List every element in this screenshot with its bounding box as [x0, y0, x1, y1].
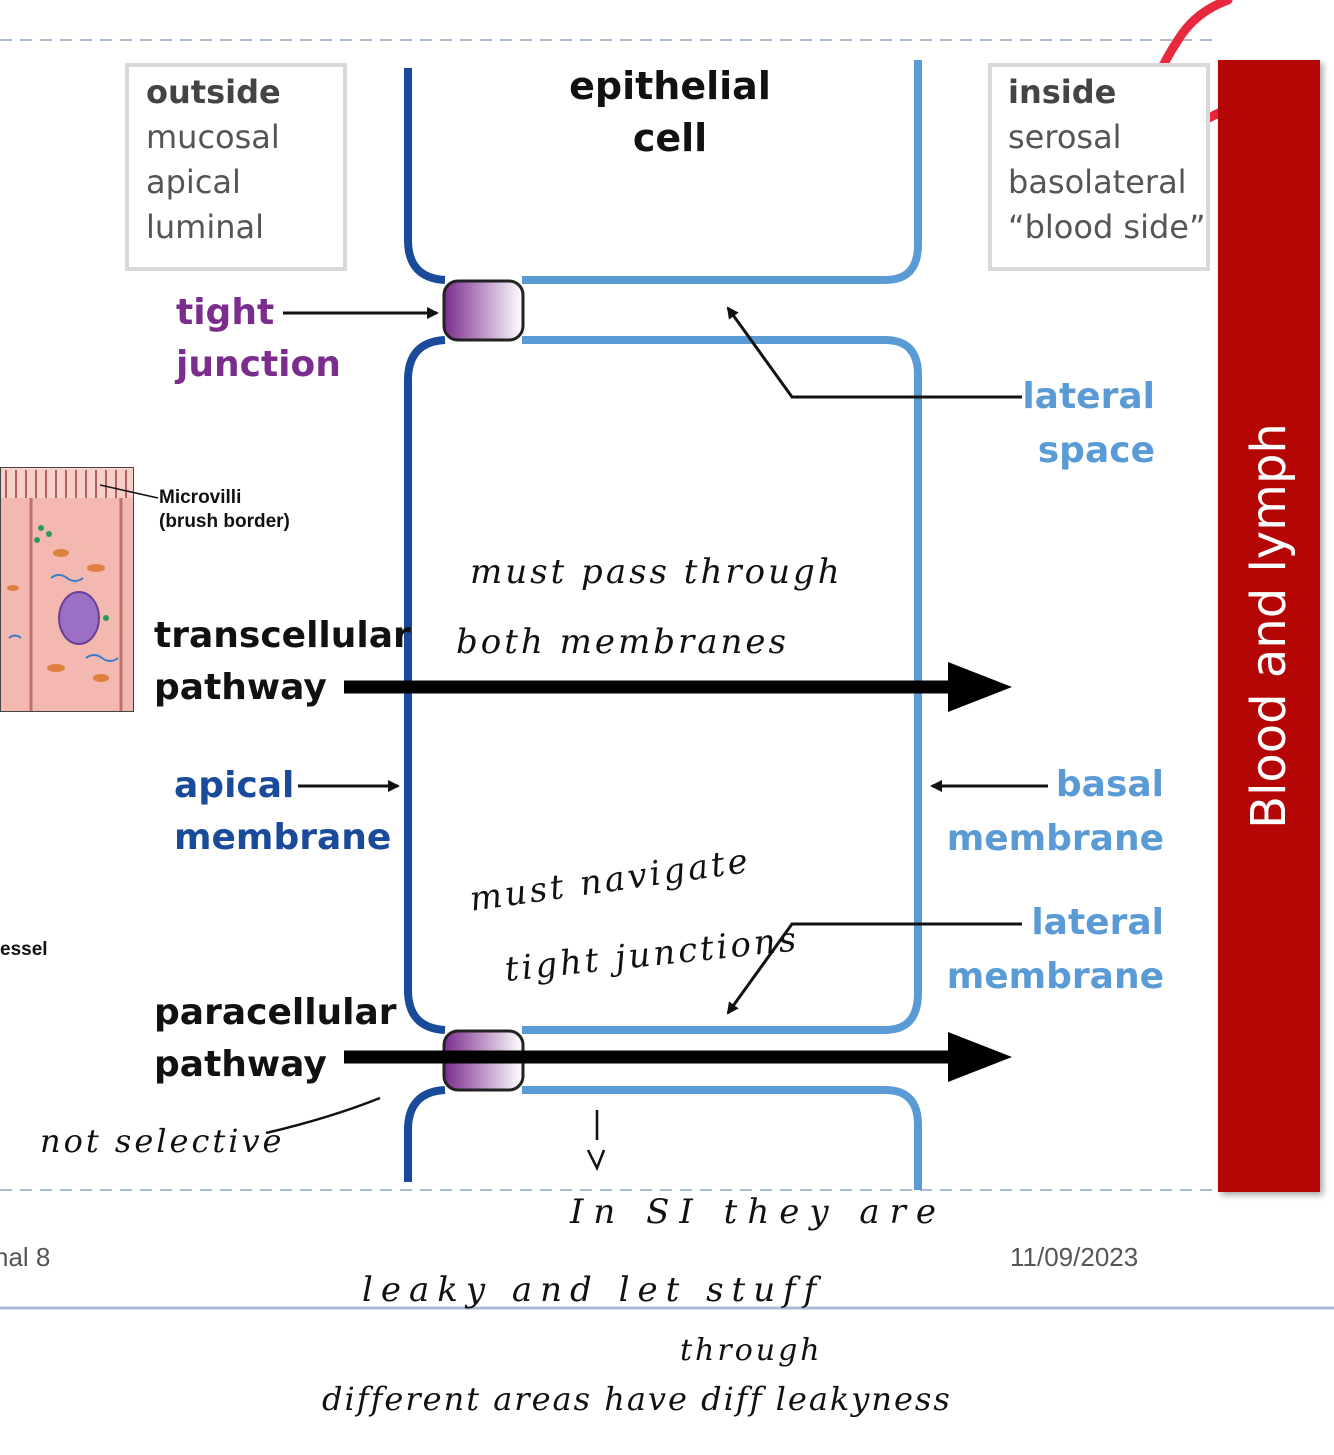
handwriting-not-selective: not selective — [40, 1122, 285, 1160]
outside-box-text: outside mucosal apical luminal — [146, 70, 281, 250]
microvilli-illustration — [0, 467, 134, 712]
lateral-space-arrow — [726, 306, 1022, 399]
tight-junction-line2: junction — [176, 344, 341, 385]
handwriting-bottom-4: different areas have diff leakyness — [322, 1380, 952, 1418]
microvilli-label: Microvilli (brush border) — [159, 486, 290, 534]
microvilli-pointer — [100, 484, 159, 499]
lateral-membrane-line1: lateral — [1031, 902, 1164, 943]
bottom-cell-apical-membrane — [404, 1086, 446, 1182]
handwriting-transcellular-1: must pass through — [470, 552, 843, 592]
basal-membrane-label: basal membrane — [940, 758, 1164, 866]
apical-membrane-line1: apical — [174, 765, 295, 806]
epithelial-cell-line1: epithelial — [569, 64, 771, 108]
inside-line-basolateral: basolateral — [1008, 163, 1187, 201]
top-cell-basolateral-membrane — [522, 60, 922, 284]
handwriting-bottom-3: through — [680, 1333, 823, 1368]
transcellular-line2: pathway — [154, 667, 327, 708]
lateral-membrane-arrow — [726, 922, 1022, 1015]
inside-box-text: inside serosal basolateral “blood side” — [1008, 70, 1206, 250]
apical-membrane-label: apical membrane — [174, 760, 391, 864]
epithelial-cell-line2: cell — [632, 116, 708, 160]
inside-line-blood-side: “blood side” — [1008, 208, 1206, 246]
outside-line-luminal: luminal — [146, 208, 265, 246]
microvilli-line1: Microvilli — [159, 487, 242, 508]
paracellular-line2: pathway — [154, 1044, 327, 1085]
handwriting-transcellular-2: both membranes — [456, 622, 789, 662]
outside-heading: outside — [146, 73, 281, 111]
basal-membrane-line1: basal — [1055, 764, 1164, 805]
outside-box — [125, 63, 347, 271]
cell-illustration-icon — [1, 468, 133, 711]
bottom-cell-basolateral-membrane — [522, 1086, 922, 1190]
paracellular-label: paracellular pathway — [154, 987, 397, 1091]
basal-membrane-line2: membrane — [946, 818, 1164, 859]
handwriting-bottom-1: In SI they are — [570, 1192, 947, 1232]
lateral-membrane-line2: membrane — [946, 956, 1164, 997]
lateral-membrane-label: lateral membrane — [940, 896, 1164, 1004]
footer-slide-number: nal 8 — [0, 1242, 51, 1272]
lateral-space-line2: space — [1037, 430, 1155, 471]
epithelial-cell-label: epithelial cell — [520, 60, 820, 164]
handwriting-bottom-2: leaky and let stuff — [362, 1270, 825, 1310]
blood-and-lymph-label: Blood and lymph — [1241, 423, 1297, 829]
down-arrow-stroke — [586, 1110, 606, 1172]
outside-line-apical: apical — [146, 163, 241, 201]
inside-line-serosal: serosal — [1008, 118, 1122, 156]
vessel-label: essel — [0, 939, 48, 960]
outside-line-mucosal: mucosal — [146, 118, 280, 156]
lateral-space-label: lateral space — [1000, 370, 1155, 478]
blood-and-lymph-bar — [1218, 60, 1320, 1192]
tight-junction-top — [442, 279, 525, 342]
top-cell-apical-membrane — [404, 68, 446, 284]
footer-date: 11/09/2023 — [1010, 1242, 1139, 1272]
apical-membrane-line2: membrane — [174, 817, 392, 858]
paracellular-arrow-head — [948, 1032, 1012, 1082]
transcellular-arrow-head — [948, 662, 1012, 712]
microvilli-line2: (brush border) — [159, 511, 290, 532]
tight-junction-label: tight junction — [176, 287, 341, 391]
lateral-space-line1: lateral — [1022, 376, 1155, 417]
inside-box — [988, 63, 1210, 271]
transcellular-line1: transcellular — [154, 615, 411, 656]
transcellular-label: transcellular pathway — [154, 610, 411, 714]
paracellular-line1: paracellular — [154, 992, 397, 1033]
tight-junction-line1: tight — [176, 292, 275, 333]
not-selective-stroke — [265, 1096, 381, 1135]
inside-heading: inside — [1008, 73, 1117, 111]
